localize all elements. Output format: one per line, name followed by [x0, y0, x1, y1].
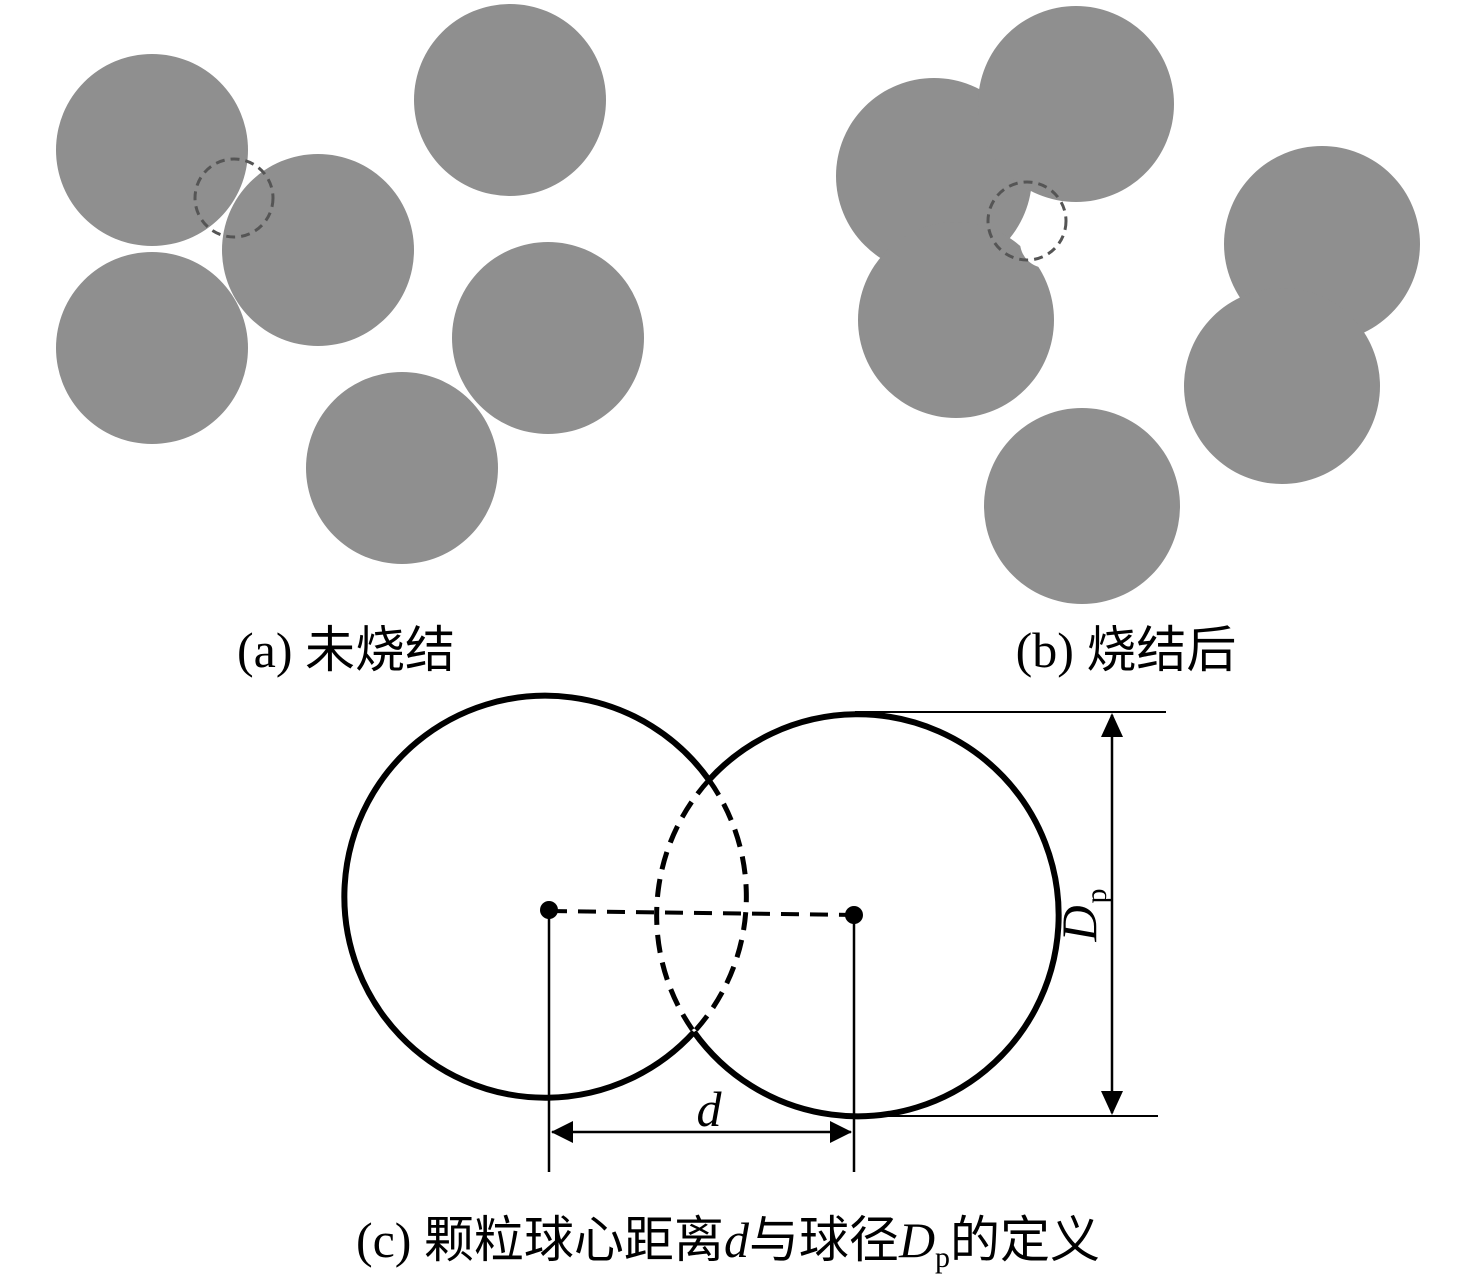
caption-c-suffix: 的定义	[950, 1212, 1100, 1268]
svg-text:Dp: Dp	[1051, 888, 1113, 942]
center-distance-line	[548, 909, 855, 917]
particle	[984, 408, 1180, 604]
label-dp: Dp	[1051, 888, 1113, 942]
d-arrow-left	[551, 1121, 573, 1143]
right-particle-overlap-dashed	[654, 778, 711, 1034]
panel-c-definition	[341, 692, 1166, 1172]
particle	[306, 372, 498, 564]
caption-c-d: d	[724, 1212, 750, 1268]
label-dp-subscript: p	[1080, 888, 1113, 903]
contact-highlight-circle	[193, 157, 275, 239]
caption-c: (c) 颗粒球心距离d与球径Dp的定义	[356, 1212, 1100, 1274]
left-particle-overlap-dashed	[692, 778, 749, 1034]
panel-b-sintered	[836, 6, 1420, 604]
caption-c-D: D	[898, 1212, 935, 1268]
d-arrow-right	[830, 1121, 852, 1143]
label-d: d	[697, 1081, 723, 1137]
neck-highlight-circle	[986, 180, 1068, 262]
neck-gap	[1020, 216, 1072, 268]
particle	[858, 222, 1054, 418]
particle	[56, 252, 248, 444]
label-dp-main: D	[1051, 905, 1107, 942]
particle	[452, 242, 644, 434]
caption-a: (a) 未烧结	[237, 622, 455, 678]
caption-c-mid: 与球径	[749, 1212, 899, 1268]
caption-b: (b) 烧结后	[1016, 622, 1237, 678]
particle	[978, 6, 1174, 202]
dp-arrow-top	[1101, 713, 1123, 737]
particle	[56, 54, 248, 246]
panel-a-unsintered	[56, 4, 644, 564]
particle	[414, 4, 606, 196]
right-particle-outline	[691, 711, 1062, 1120]
dp-arrow-bottom	[1101, 1091, 1123, 1115]
caption-c-sub: p	[935, 1241, 950, 1274]
particle	[1184, 288, 1380, 484]
right-center-dot	[845, 906, 863, 924]
left-center-dot	[540, 901, 558, 919]
caption-c-prefix: (c) 颗粒球心距离	[356, 1212, 724, 1268]
left-particle-outline	[341, 692, 712, 1101]
particle	[222, 154, 414, 346]
